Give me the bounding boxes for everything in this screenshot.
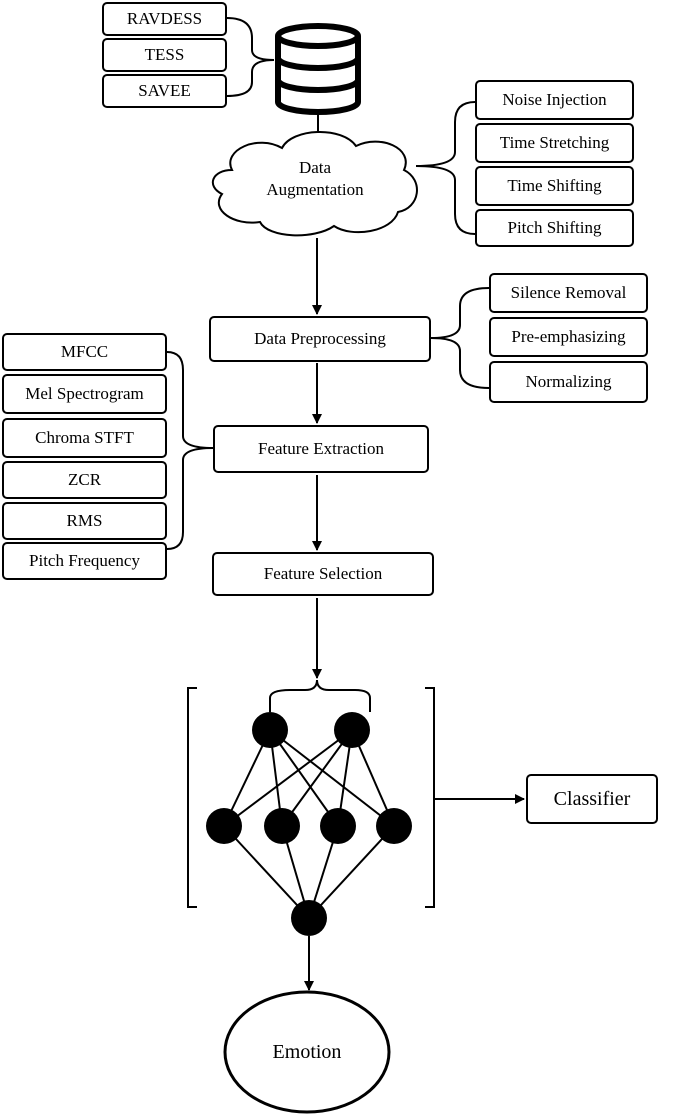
network-left-bracket: [187, 687, 197, 908]
method-normalizing: Normalizing: [489, 361, 648, 403]
network-node-hidden-4: [376, 808, 412, 844]
database-icon: [275, 23, 361, 115]
network-input-brace: [269, 679, 371, 712]
feature-selection-box: Feature Selection: [212, 552, 434, 596]
network-edges: [223, 729, 395, 919]
augmentation-label: Data Augmentation: [250, 157, 380, 201]
dataset-savee: SAVEE: [102, 74, 227, 108]
emotion-ellipse: [223, 990, 391, 1114]
preprocessing-brace: [430, 287, 490, 389]
dataset-brace: [226, 17, 275, 97]
method-pre-emphasizing: Pre-emphasizing: [489, 317, 648, 357]
features-brace: [166, 351, 214, 550]
network-node-input-1: [252, 712, 288, 748]
network-node-input-2: [334, 712, 370, 748]
network-node-hidden-3: [320, 808, 356, 844]
network-node-output: [291, 900, 327, 936]
dataset-ravdess: RAVDESS: [102, 2, 227, 36]
method-silence-removal: Silence Removal: [489, 273, 648, 313]
dataset-tess: TESS: [102, 38, 227, 72]
network-node-hidden-1: [206, 808, 242, 844]
augmentation-label-line2: Augmentation: [266, 180, 364, 199]
augmentation-cloud-shape: [211, 131, 418, 237]
feature-mel-spectrogram: Mel Spectrogram: [2, 374, 167, 414]
feature-extraction-box: Feature Extraction: [213, 425, 429, 473]
method-time-shifting: Time Shifting: [475, 166, 634, 206]
feature-zcr: ZCR: [2, 461, 167, 499]
emotion-label: Emotion: [272, 1041, 342, 1063]
classifier-box: Classifier: [526, 774, 658, 824]
augmentation-brace: [415, 101, 476, 235]
feature-mfcc: MFCC: [2, 333, 167, 371]
augmentation-label-line1: Data: [298, 158, 332, 177]
method-time-stretching: Time Stretching: [475, 123, 634, 163]
data-preprocessing-box: Data Preprocessing: [209, 316, 431, 362]
feature-chroma-stft: Chroma STFT: [2, 418, 167, 458]
network-right-bracket: [425, 687, 435, 908]
method-pitch-shifting: Pitch Shifting: [475, 209, 634, 247]
feature-pitch-frequency: Pitch Frequency: [2, 542, 167, 580]
method-noise-injection: Noise Injection: [475, 80, 634, 120]
feature-rms: RMS: [2, 502, 167, 540]
network-node-hidden-2: [264, 808, 300, 844]
